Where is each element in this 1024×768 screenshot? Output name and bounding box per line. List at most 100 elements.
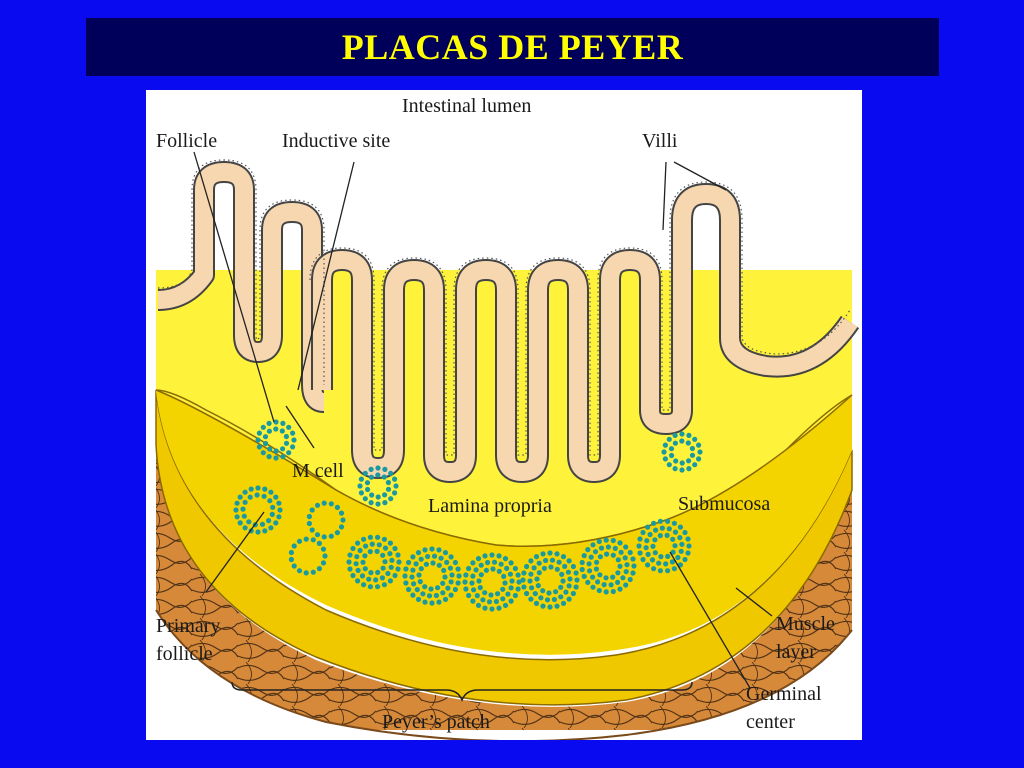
follicle-dot [671, 520, 678, 526]
submucosa [155, 389, 853, 706]
follicle-dot [480, 597, 486, 603]
follicle-dot [429, 546, 435, 552]
follicle-ring [255, 419, 297, 461]
follicle-dot [373, 577, 379, 583]
follicle-dot [536, 560, 542, 566]
follicle-dot [645, 524, 651, 530]
follicle-dot [586, 561, 592, 567]
follicle-dot [560, 600, 567, 606]
follicle-dot [367, 584, 373, 590]
follicle-dot [452, 559, 458, 566]
follicle-dot [418, 566, 424, 572]
follicle-dot [392, 545, 398, 552]
follicle-dot [388, 496, 394, 502]
follicle-dot [350, 545, 356, 552]
follicle-dot [410, 592, 416, 598]
follicle-ring [402, 546, 462, 606]
diagram-canvas: Intestinal lumen Follicle Inductive site… [146, 95, 860, 740]
follicle-dot [596, 538, 602, 545]
follicle-dot [559, 571, 565, 577]
follicle-dot [482, 605, 488, 611]
follicle-dot [624, 562, 630, 568]
follicle-dot [415, 596, 422, 602]
follicle-dot [543, 557, 549, 564]
follicle-dot [361, 536, 367, 542]
follicle-dot [415, 550, 422, 556]
follicle-dot [679, 541, 685, 547]
follicle-dot [392, 572, 398, 579]
follicle-dot [316, 566, 322, 572]
follicle-dot [463, 586, 469, 592]
follicle-dot [670, 536, 676, 542]
follicle-dot [547, 604, 553, 610]
follicle-dot [410, 567, 416, 573]
follicle-dot [478, 572, 484, 578]
follicle-dot [367, 549, 373, 555]
follicle-dot [535, 583, 541, 589]
follicle-dot [489, 552, 495, 558]
follicle-ring [357, 465, 399, 507]
follicle-dot [554, 566, 560, 572]
follicle-dot [355, 578, 361, 584]
follicle-dot [560, 578, 566, 584]
follicle-dot [663, 561, 669, 567]
follicle-dot [507, 571, 513, 577]
follicle-dot [338, 524, 345, 530]
follicle-dot [385, 486, 392, 492]
label-muscle-layer-2: layer [776, 641, 816, 663]
follicle-dot [256, 430, 262, 436]
follicle-dot [388, 470, 394, 476]
follicle-dot [362, 566, 368, 572]
follicle-dot [666, 436, 672, 442]
follicle-dot [598, 545, 605, 551]
follicle-dot [448, 592, 454, 598]
follicle-dot [679, 438, 685, 444]
follicle-dot [375, 569, 381, 575]
follicle-dot [433, 592, 439, 599]
follicle-dot [489, 606, 495, 612]
label-villi: Villi [642, 130, 678, 152]
follicle-dot [426, 593, 433, 599]
follicle-dot [651, 566, 657, 572]
follicle-dot [288, 549, 294, 556]
follicle-dot [505, 591, 511, 597]
follicle-dot [528, 596, 534, 602]
follicle-dot [696, 456, 702, 462]
follicle-dot [540, 551, 546, 557]
follicle-dot [406, 586, 412, 593]
title-bar: PLACAS DE PEYER [86, 18, 939, 76]
follicle-dot [291, 543, 297, 549]
follicle-dot [594, 559, 600, 565]
follicle-dot [338, 510, 345, 516]
follicle-dot [659, 525, 665, 531]
label-primary-follicle-2: follicle [156, 643, 213, 665]
follicle-dot [392, 490, 398, 496]
follicle-dot [466, 592, 472, 599]
follicle-dot [501, 573, 507, 579]
follicle-dot [631, 563, 637, 569]
follicle-dot [662, 456, 669, 462]
follicle-dot [470, 560, 476, 566]
follicle-dot [431, 553, 438, 559]
follicle-dot [395, 552, 401, 558]
follicle-dot [369, 492, 375, 498]
follicle-dot [259, 521, 266, 527]
follicle-dot [644, 538, 650, 544]
follicle-dot [233, 507, 239, 513]
follicle-dot [686, 543, 692, 549]
follicle-dot [496, 553, 502, 559]
follicle-dot [353, 561, 359, 567]
follicle-dot [442, 574, 448, 580]
follicle-dot [486, 599, 493, 605]
follicle-dot [679, 431, 685, 437]
follicle-dot [256, 444, 262, 450]
follicle-dot [656, 560, 662, 566]
follicle-dot [496, 568, 502, 574]
follicle-dot [548, 564, 554, 570]
follicle-dot [266, 454, 272, 460]
follicle-dot [689, 452, 696, 458]
label-lamina-propria: Lamina propria [428, 495, 552, 517]
label-peyers-patch: Peyer’s patch [382, 711, 490, 733]
follicle-dot [686, 458, 692, 464]
follicle-dot [418, 556, 424, 562]
